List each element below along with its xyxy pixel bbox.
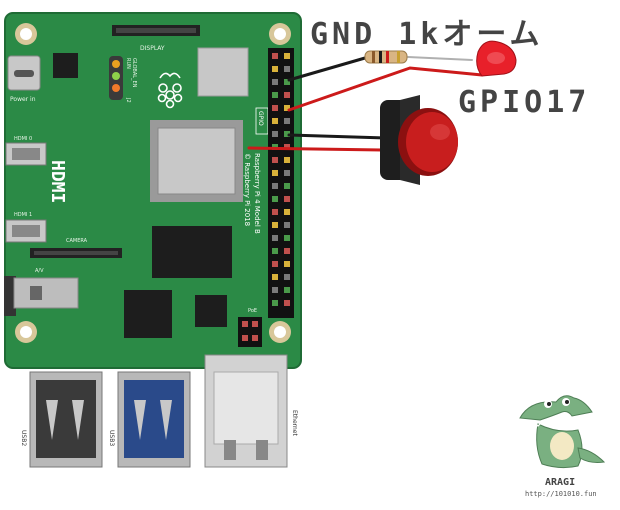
gpio-pin xyxy=(284,196,290,202)
crocodile-icon xyxy=(519,395,606,469)
gpio-pin xyxy=(272,53,278,59)
gpio-pin xyxy=(272,157,278,163)
j2-label: J2 xyxy=(125,97,131,103)
wires xyxy=(247,56,484,152)
soc xyxy=(157,127,236,195)
gpio17-wire-button xyxy=(247,146,387,152)
gpio17-label: GPIO17 xyxy=(458,85,590,120)
gpio-pin xyxy=(284,235,290,241)
gpio-pin xyxy=(284,157,290,163)
gpio-pin xyxy=(272,66,278,72)
gpio-pin xyxy=(284,183,290,189)
gpio-pin xyxy=(284,170,290,176)
gpio-pin xyxy=(284,53,290,59)
gpio-pin xyxy=(284,66,290,72)
led-leg-cathode xyxy=(407,56,473,61)
gnd-wire-button xyxy=(287,133,387,140)
gpio-pin xyxy=(284,79,290,85)
gpio-pin xyxy=(284,144,290,150)
gnd-1k-label: GND 1kオーム xyxy=(310,17,543,52)
global-en-label: GLOBAL_EN xyxy=(131,58,137,88)
gpio-pin xyxy=(272,248,278,254)
gpio-pin xyxy=(284,118,290,124)
gpio-pin xyxy=(272,118,278,124)
global-en-led xyxy=(112,72,120,80)
run-led xyxy=(112,60,120,68)
wireless-module xyxy=(197,47,249,97)
ram-chip xyxy=(152,226,232,278)
aragi-name: ARAGI xyxy=(545,477,575,488)
gpio-pin xyxy=(272,170,278,176)
push-button xyxy=(380,95,458,185)
gpio-pin xyxy=(272,274,278,280)
gpio-pin xyxy=(272,235,278,241)
gpio-pin xyxy=(284,92,290,98)
gpio-pin xyxy=(284,209,290,215)
raspberry-pi-board: DISPLAY Power in RUN GLOBAL_EN J2 xyxy=(4,12,302,468)
raspberry-logo-icon xyxy=(157,72,183,109)
aragi-url: http://101010.fun xyxy=(525,490,597,498)
poe-header xyxy=(238,317,262,347)
gpio-pin xyxy=(272,92,278,98)
gpio-pin xyxy=(272,287,278,293)
power-in-label: Power in xyxy=(10,96,36,103)
resistor-1k xyxy=(364,50,408,64)
gpio-pin xyxy=(272,183,278,189)
chip-small xyxy=(53,53,78,78)
av-label: A/V xyxy=(35,268,44,274)
button-cap xyxy=(406,112,458,172)
gpio-pin xyxy=(284,105,290,111)
usb3-label: USB3 xyxy=(108,430,115,446)
usb2-label: USB2 xyxy=(20,430,27,446)
hdmi-label: HDMI xyxy=(47,160,68,203)
gpio-pin xyxy=(272,79,278,85)
gpio-pin xyxy=(272,209,278,215)
ethernet-label: Ethernet xyxy=(291,410,298,436)
run-label: RUN xyxy=(125,58,131,69)
aragi-logo: ARAGI http://101010.fun xyxy=(519,395,606,498)
camera-label: CAMERA xyxy=(66,238,88,244)
gpio-pin xyxy=(272,261,278,267)
gpio-pin xyxy=(272,196,278,202)
gpio-pin xyxy=(284,300,290,306)
display-label: DISPLAY xyxy=(140,45,165,52)
gpio-pin xyxy=(284,287,290,293)
copyright-label: © Raspberry Pi 2018 xyxy=(243,153,251,226)
gpio-pin xyxy=(284,222,290,228)
hdmi1-label: HDMI 1 xyxy=(14,212,32,218)
gpio-pin xyxy=(272,105,278,111)
ethernet-chip xyxy=(195,295,227,327)
model-label: Raspberry Pi 4 Model B xyxy=(253,153,261,234)
gpio-pin xyxy=(284,248,290,254)
av-jack xyxy=(13,277,79,309)
gpio17-wire-led xyxy=(287,66,484,112)
gpio-pin xyxy=(284,274,290,280)
hdmi0-label: HDMI 0 xyxy=(14,136,32,142)
gpio-label: GPIO xyxy=(257,111,264,126)
gnd-wire-led xyxy=(287,56,367,82)
gpio-pin xyxy=(272,131,278,137)
red-led xyxy=(476,40,517,77)
usb-controller-chip xyxy=(124,290,172,338)
gpio-pin xyxy=(272,222,278,228)
gpio-pin xyxy=(272,300,278,306)
gpio-header xyxy=(268,48,294,318)
gpio-pin xyxy=(284,261,290,267)
poe-label: PoE xyxy=(248,308,257,314)
gpio-pin xyxy=(284,131,290,137)
